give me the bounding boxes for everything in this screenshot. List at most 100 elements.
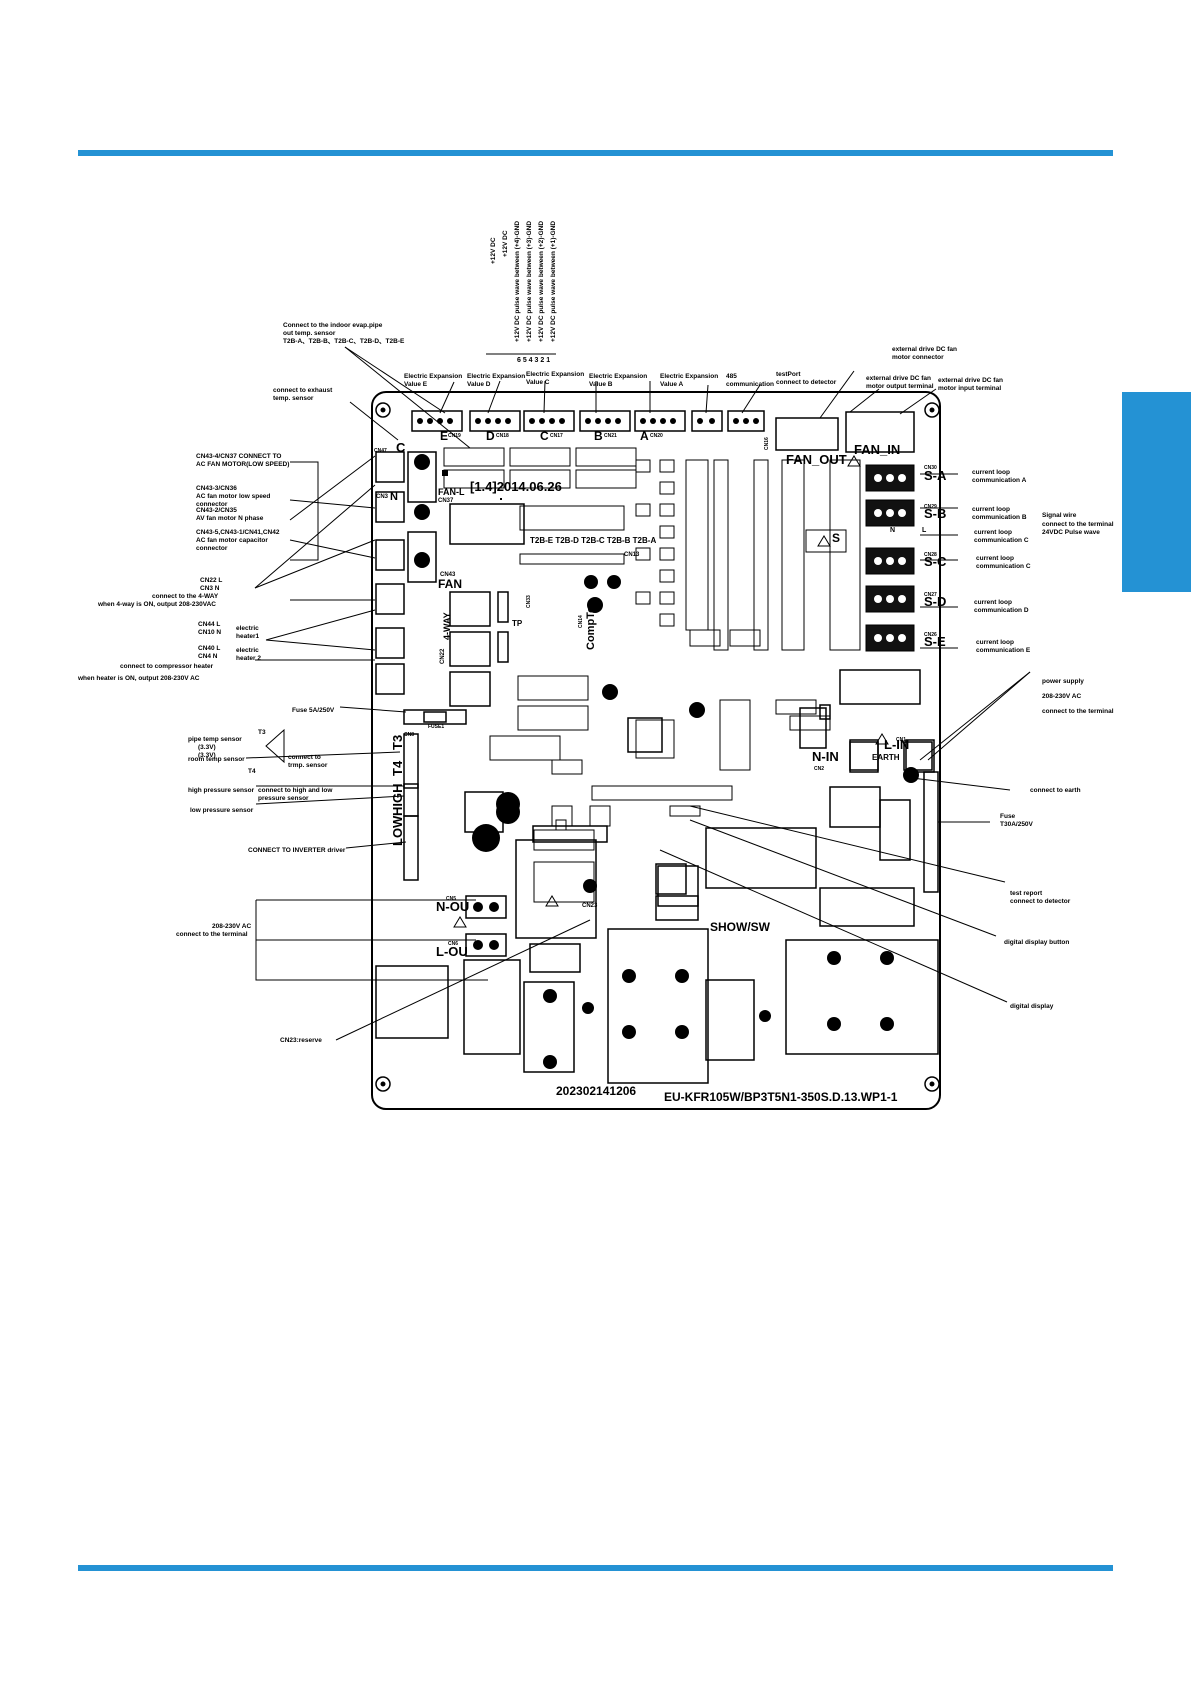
pcb-n: N [390,491,398,503]
pulse-legend-6: +12V DC pulse wave between (+1)-GND [550,221,557,342]
evap-sensor-line2: out temp. sensor [283,330,336,337]
pulse-legend-2: +12V DC [502,230,509,257]
cn43-5-1: CN43-5,CN43-1/CN41,CN42 [196,529,280,536]
pcb-cn18: CN18 [496,433,509,439]
pcb-lou: L-OU [436,944,468,959]
pcb-nin: N-IN [812,749,839,764]
header-rule [78,150,1113,156]
comm485-2: communication [726,381,774,388]
low-pressure: low pressure sensor [190,807,254,814]
pcb-fanl: FAN-L [438,487,465,497]
pcb-cn30: CN30 [924,465,937,471]
heater1-1: electric [236,625,259,632]
pcb-fan-in: FAN_IN [854,442,900,457]
pulse-legend-pins: 6 5 4 3 2 1 [517,357,550,364]
heater2-2: heater 2 [236,655,261,662]
cn23-reserve: CN23:reserve [280,1037,322,1044]
pcb-cn1: CN1 [896,737,906,743]
pcb-sd: S-D [924,594,946,609]
fuse30a-1: Fuse [1000,813,1016,820]
current-loop-terminals [865,464,915,652]
loop-c1-1: current loop [974,529,1012,536]
pcb-cn19: CN19 [448,433,461,439]
comm485-1: 485 [726,373,737,380]
test-report-2: connect to detector [1010,898,1071,905]
cn43-2-2: AV fan motor N phase [196,515,264,522]
pcb-cn47: CN47 [374,448,387,454]
pcb-se: S-E [924,634,946,649]
eev-c-label-2: Value C [526,379,550,386]
high-pressure: high pressure sensor [188,787,255,794]
fourway-1: connect to the 4-WAY [152,593,219,600]
eev-d-label-2: Value D [467,381,491,388]
pulse-legend-4: +12V DC pulse wave between (+3)-GND [526,221,533,342]
testport-1: testPort [776,371,801,378]
ext-fan-input-1: external drive DC fan [938,377,1003,384]
cn43-4-1: CN43-4/CN37 CONNECT TO [196,453,281,460]
cn43-2-1: CN43-2/CN35 [196,507,237,514]
pcb-sa: S-A [924,468,947,483]
pcb-n2: N [890,527,895,534]
loop-a-1: current loop [972,469,1010,476]
pcb-show: SHOW/SW [710,920,771,934]
pcb-cn29: CN29 [924,504,937,510]
pcb-fan-out: FAN_OUT [786,452,847,467]
mcu [627,717,663,753]
pcb-high: HIGH [390,784,405,817]
pcb-comptop: CompTop [585,599,597,650]
pcb-cn13: CN13 [624,552,640,558]
loop-c1-2: communication C [974,537,1029,544]
pcb-cn14: CN14 [578,615,584,628]
pcb-t2b: T2B-E T2B-D T2B-C T2B-B T2B-A [530,536,656,545]
pcb-b: B [594,429,603,443]
cn44-1: CN44 L [198,621,220,628]
heater-on: when heater is ON, output 208-230V AC [77,675,200,682]
loop-d-1: current loop [974,599,1012,606]
signal-3: 24VDC Pulse wave [1042,529,1100,536]
digital-display: digital display [1010,1003,1054,1010]
pcb-sb: S-B [924,506,946,521]
pcb-cn37: CN37 [438,498,454,504]
eev-a-label-1: Electric Expansion [660,373,718,380]
pcb-cn27: CN27 [924,592,937,598]
pcb-a: A [640,429,649,443]
room-temp-2: (3.3V) [198,752,216,759]
testport-2: connect to detector [776,379,837,386]
cn43-3-3: connector [196,501,228,508]
test-report-1: test report [1010,890,1043,897]
display-button: digital display button [1004,939,1069,946]
ext-fan-output-2: motor output terminal [866,383,934,390]
power-1: power supply [1042,678,1084,685]
pcb-e: E [440,429,448,443]
loop-c2-2: communication C [976,563,1031,570]
pcb-fan: FAN [438,577,462,591]
heater1-2: heater1 [236,633,260,640]
pcb-l2: L [922,527,927,534]
fuse-5a: Fuse 5A/250V [292,707,335,714]
power-3: connect to the terminal [1042,708,1114,715]
pcb-fourway: 4-WAY [442,612,452,640]
pcb-tp: TP [512,619,523,628]
cn43-3-1: CN43-3/CN36 [196,485,237,492]
fourway-2: when 4-way is ON, output 208-230VAC [97,601,216,608]
cn40-2: CN4 N [198,653,218,660]
eev-b-label-2: Value B [589,381,613,388]
section-tab [1122,392,1191,592]
pcb-cn22: CN22 [440,648,446,664]
relay-and-ic-arrays [443,447,831,817]
loop-e-2: communication E [976,647,1031,654]
loop-d-2: communication D [974,607,1029,614]
pipe-temp-1: pipe temp sensor [188,736,242,743]
pcb-t4: T4 [390,760,405,776]
evap-sensor-line3: T2B-A、T2B-B、T2B-C、T2B-D、T2B-E [283,338,405,345]
loop-c2-1: current loop [976,555,1014,562]
eev-a-label-2: Value A [660,381,684,388]
eev-c-label-1: Electric Expansion [526,371,584,378]
cn22-2: CN3 N [200,585,220,592]
pcb-cn28: CN28 [924,552,937,558]
exhaust-sensor-1: connect to exhaust [273,387,333,394]
pipe-temp-2: (3.3V) [198,744,216,751]
pcb-fuse: FUSE1 [428,724,444,730]
pcb-s: S [832,531,840,545]
eev-e-label-1: Electric Expansion [404,373,462,380]
